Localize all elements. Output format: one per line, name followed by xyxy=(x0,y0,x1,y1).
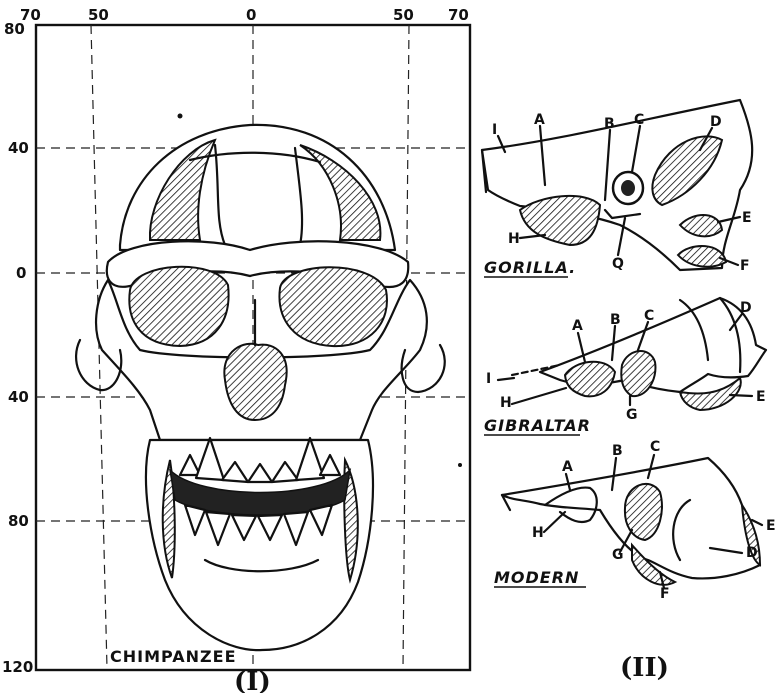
modern-label-d: D xyxy=(746,545,758,561)
modern-label-c: C xyxy=(650,439,660,455)
modern-label-e: E xyxy=(766,518,776,534)
gorilla-label-e: E xyxy=(742,210,752,226)
gorilla-label-h: H xyxy=(508,231,520,247)
gibraltar-label-a: A xyxy=(572,318,583,334)
gibraltar-label-i: I xyxy=(486,371,491,387)
y-tick-label: 0 xyxy=(16,264,26,282)
x-tick-label: 0 xyxy=(246,6,256,24)
modern-label-b: B xyxy=(612,443,623,459)
panel-one-label: (I) xyxy=(234,667,271,693)
gibraltar-caption: GIBRALTAR xyxy=(484,416,591,435)
gorilla-label-q: Q xyxy=(612,256,624,272)
modern-caption: MODERN xyxy=(494,568,579,587)
y-tick-label: 120 xyxy=(2,658,33,676)
gibraltar-label-g: G xyxy=(626,407,638,423)
panel-two-label: (II) xyxy=(620,653,669,683)
chimpanzee-panel: 70 50 0 50 70 80 40 0 40 80 120 xyxy=(2,6,470,693)
gorilla-label-f: F xyxy=(740,258,750,274)
x-tick-label: 50 xyxy=(88,6,109,24)
gibraltar-label-c: C xyxy=(644,308,654,324)
modern-label-a: A xyxy=(562,459,573,475)
chimpanzee-caption: CHIMPANZEE xyxy=(110,647,237,666)
gibraltar-label-h: H xyxy=(500,395,512,411)
y-tick-label: 40 xyxy=(8,388,29,406)
y-tick-label: 80 xyxy=(4,20,25,38)
temporal-bones-panel: I A B C D E F Q H GORILLA. A B C D xyxy=(482,100,776,683)
y-tick-label: 80 xyxy=(8,512,29,530)
gorilla-label-i: I xyxy=(492,122,497,138)
gorilla-caption: GORILLA. xyxy=(484,258,576,277)
y-tick-label: 40 xyxy=(8,139,29,157)
x-tick-label: 70 xyxy=(448,6,469,24)
gibraltar-label-e: E xyxy=(756,389,766,405)
modern-temporal-drawing xyxy=(502,458,760,585)
x-tick-label: 50 xyxy=(393,6,414,24)
modern-label-h: H xyxy=(532,525,544,541)
